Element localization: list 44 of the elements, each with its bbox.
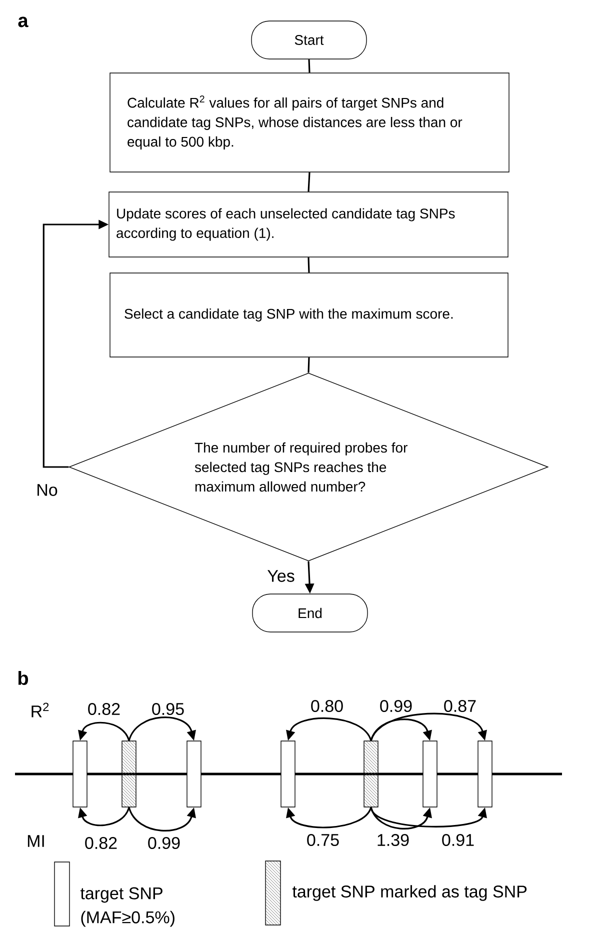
edge-label: 1.39	[375, 832, 411, 848]
row-label: MI	[28, 835, 44, 847]
arc-arrow	[370, 807, 432, 830]
arc-arrow	[286, 807, 372, 828]
edge-label: No	[35, 483, 59, 497]
edge-label: 0.95	[150, 702, 186, 716]
legend-text: target SNP (MAF≥0.5%)	[80, 887, 174, 927]
panel-letter: b	[18, 671, 28, 685]
arc-arrow	[370, 807, 487, 828]
connector-line	[308, 59, 310, 73]
legend-text: target SNP marked as tag SNP	[292, 885, 527, 901]
snp-bar	[72, 740, 88, 808]
arc-arrow	[370, 712, 487, 742]
edge-label: 0.99	[146, 836, 182, 850]
arc-arrow	[128, 807, 196, 832]
snp-bar	[422, 740, 438, 808]
edge-label: 0.87	[442, 698, 478, 714]
snp-bar	[478, 740, 492, 808]
connector-line	[308, 172, 310, 192]
edge-label: Yes	[266, 569, 296, 583]
snp-bar	[186, 740, 202, 808]
panel-letter: a	[18, 16, 28, 28]
edge-label: 0.82	[86, 702, 122, 716]
edge-label: 0.80	[309, 698, 345, 714]
tag-snp-bar	[122, 740, 136, 808]
connector-line	[308, 257, 310, 273]
process-box: Calculate R$^{2}$ values for all pairs of target SNPs and candidate tag SNPs, whose distances are less than or equal to 500 kbp.	[110, 72, 510, 172]
edge-label: 0.99	[378, 698, 414, 714]
connector-line	[308, 357, 310, 373]
process-box: Select a candidate tag SNP with the maximum score.	[110, 272, 508, 358]
arc-arrow	[128, 716, 196, 741]
arc-arrow	[286, 718, 372, 741]
terminal-box: End	[252, 594, 368, 632]
edge-label: 0.75	[305, 832, 341, 848]
process-box: Update scores of each unselected candidate tag SNPs according to equation (1).	[108, 192, 508, 258]
tag-snp-bar	[364, 740, 378, 808]
arc-arrow	[370, 718, 432, 741]
arc-arrow	[78, 722, 130, 741]
snp-bar	[280, 740, 296, 808]
terminal-box: Start	[251, 20, 367, 60]
edge-label: 0.82	[83, 836, 119, 850]
arc-arrow	[78, 807, 130, 826]
edge-label: 0.91	[440, 832, 476, 848]
row-label: R$^{2}$	[32, 702, 49, 718]
